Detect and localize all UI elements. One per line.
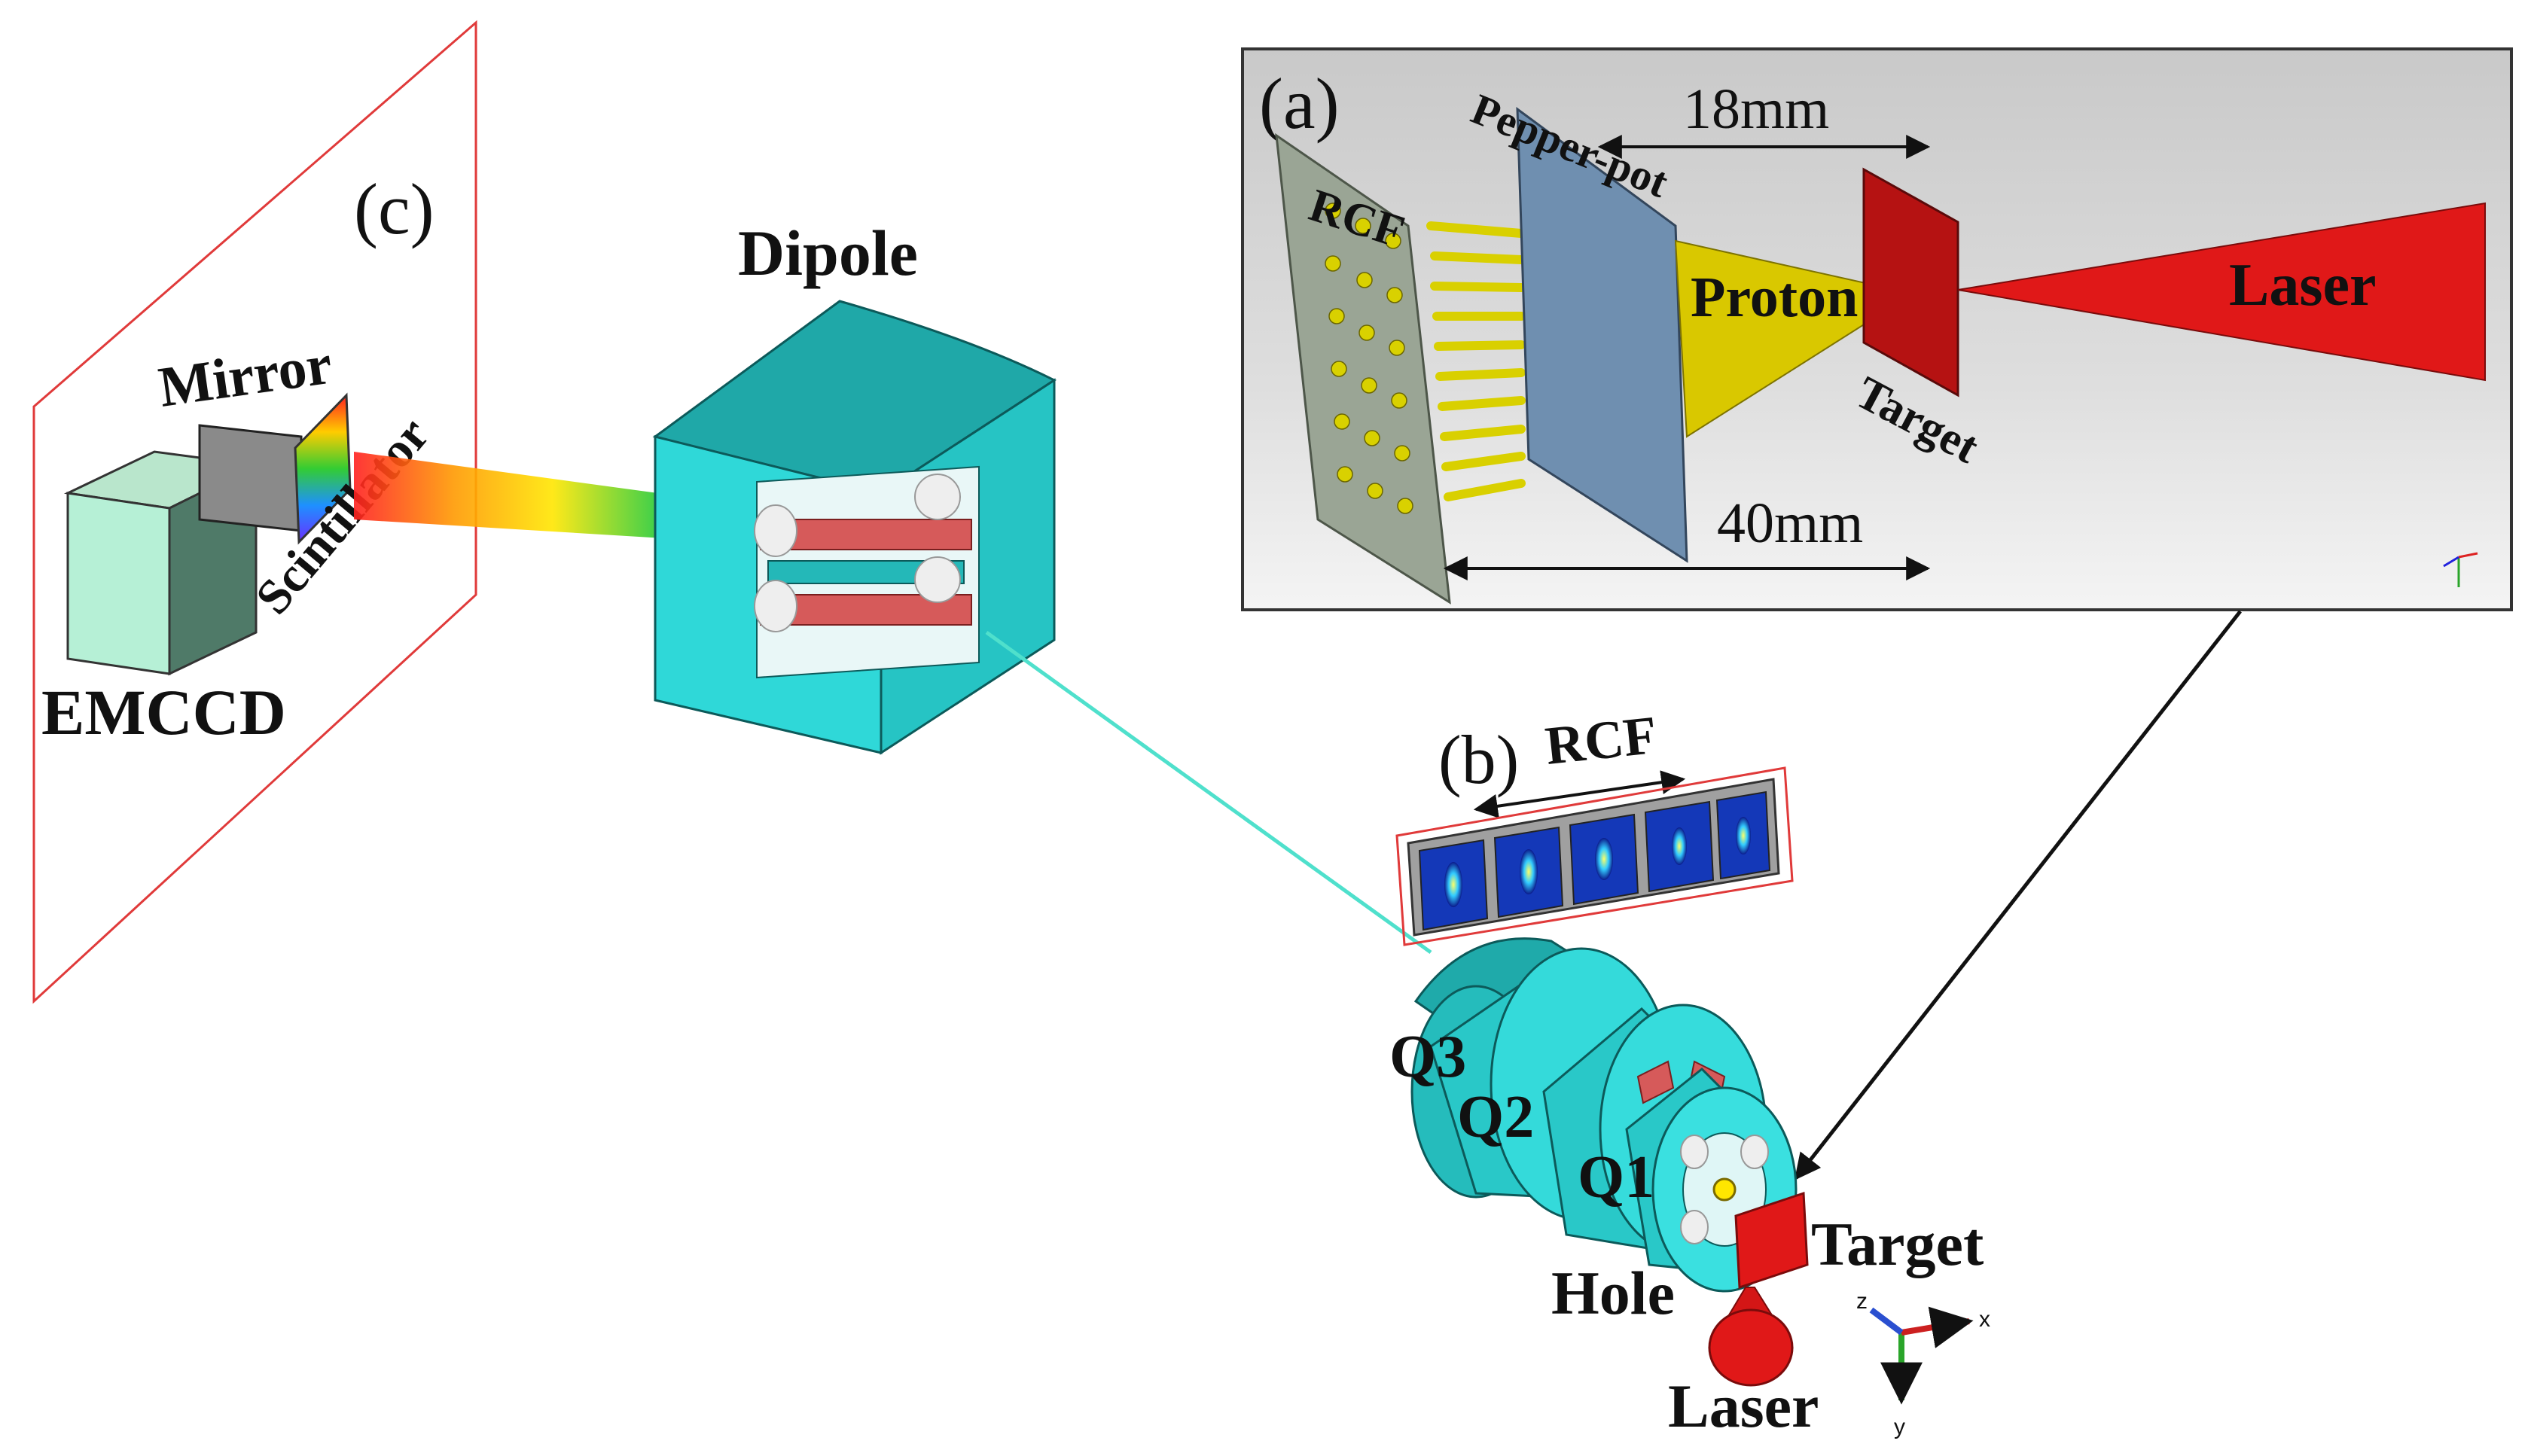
axis-triad-icon: x y z xyxy=(1856,1289,1990,1439)
inset-rcf-spots xyxy=(1325,203,1413,514)
mirror xyxy=(198,424,303,532)
mirror-label: Mirror xyxy=(155,333,336,419)
hole-label: Hole xyxy=(1551,1259,1675,1327)
inset-laser-cone xyxy=(1957,202,2486,382)
proton-beam-line xyxy=(985,630,1432,955)
rcf-stack-frame xyxy=(1395,766,1794,946)
dim-18mm-label: 18mm xyxy=(1683,78,1829,141)
scintillator xyxy=(294,392,352,545)
panel-b-label: (b) xyxy=(1438,721,1519,798)
inset-laser-label: Laser xyxy=(2229,252,2377,318)
laser-label: Laser xyxy=(1668,1372,1819,1440)
q1-coil-ends xyxy=(1680,1135,1769,1244)
rcf-stack-label: RCF xyxy=(1542,705,1660,776)
inset-proton-label: Proton xyxy=(1691,266,1858,329)
dipole-magnet xyxy=(652,300,1057,755)
inset-axes-icon xyxy=(2443,552,2478,587)
panel-c-label: (c) xyxy=(354,169,435,249)
dim-40mm-label: 40mm xyxy=(1717,492,1863,555)
detector-plane-frame xyxy=(32,20,477,1004)
rcf-beam-spots xyxy=(1444,817,1751,907)
inset-to-target-arrow xyxy=(1794,610,2242,1180)
q2-label: Q2 xyxy=(1457,1084,1534,1150)
target-label: Target xyxy=(1811,1210,1984,1278)
main-laser xyxy=(1708,1287,1794,1387)
rcf-stack-group: (b) RCF xyxy=(1395,705,1794,946)
axis-z-label: z xyxy=(1856,1289,1868,1314)
inset-rcf-plate xyxy=(1275,133,1451,605)
q1-label: Q1 xyxy=(1578,1144,1654,1211)
main-target xyxy=(1734,1191,1809,1290)
panel-a-label: (a) xyxy=(1259,63,1340,144)
q3-label: Q3 xyxy=(1389,1024,1466,1090)
emccd-label: EMCCD xyxy=(41,676,286,748)
dipole-label: Dipole xyxy=(738,217,918,289)
inset-proton-cone xyxy=(1674,239,1915,438)
rcf-stack-arrow xyxy=(1473,770,1686,818)
inset-beamlets xyxy=(1426,221,1526,501)
inset-target xyxy=(1862,167,1959,398)
inset-a-panel: (a) RCF Pepper-pot xyxy=(1241,47,2513,611)
axis-x-label: x xyxy=(1979,1307,1990,1332)
beam-hole xyxy=(1712,1177,1737,1202)
axis-y-label: y xyxy=(1894,1415,1905,1439)
